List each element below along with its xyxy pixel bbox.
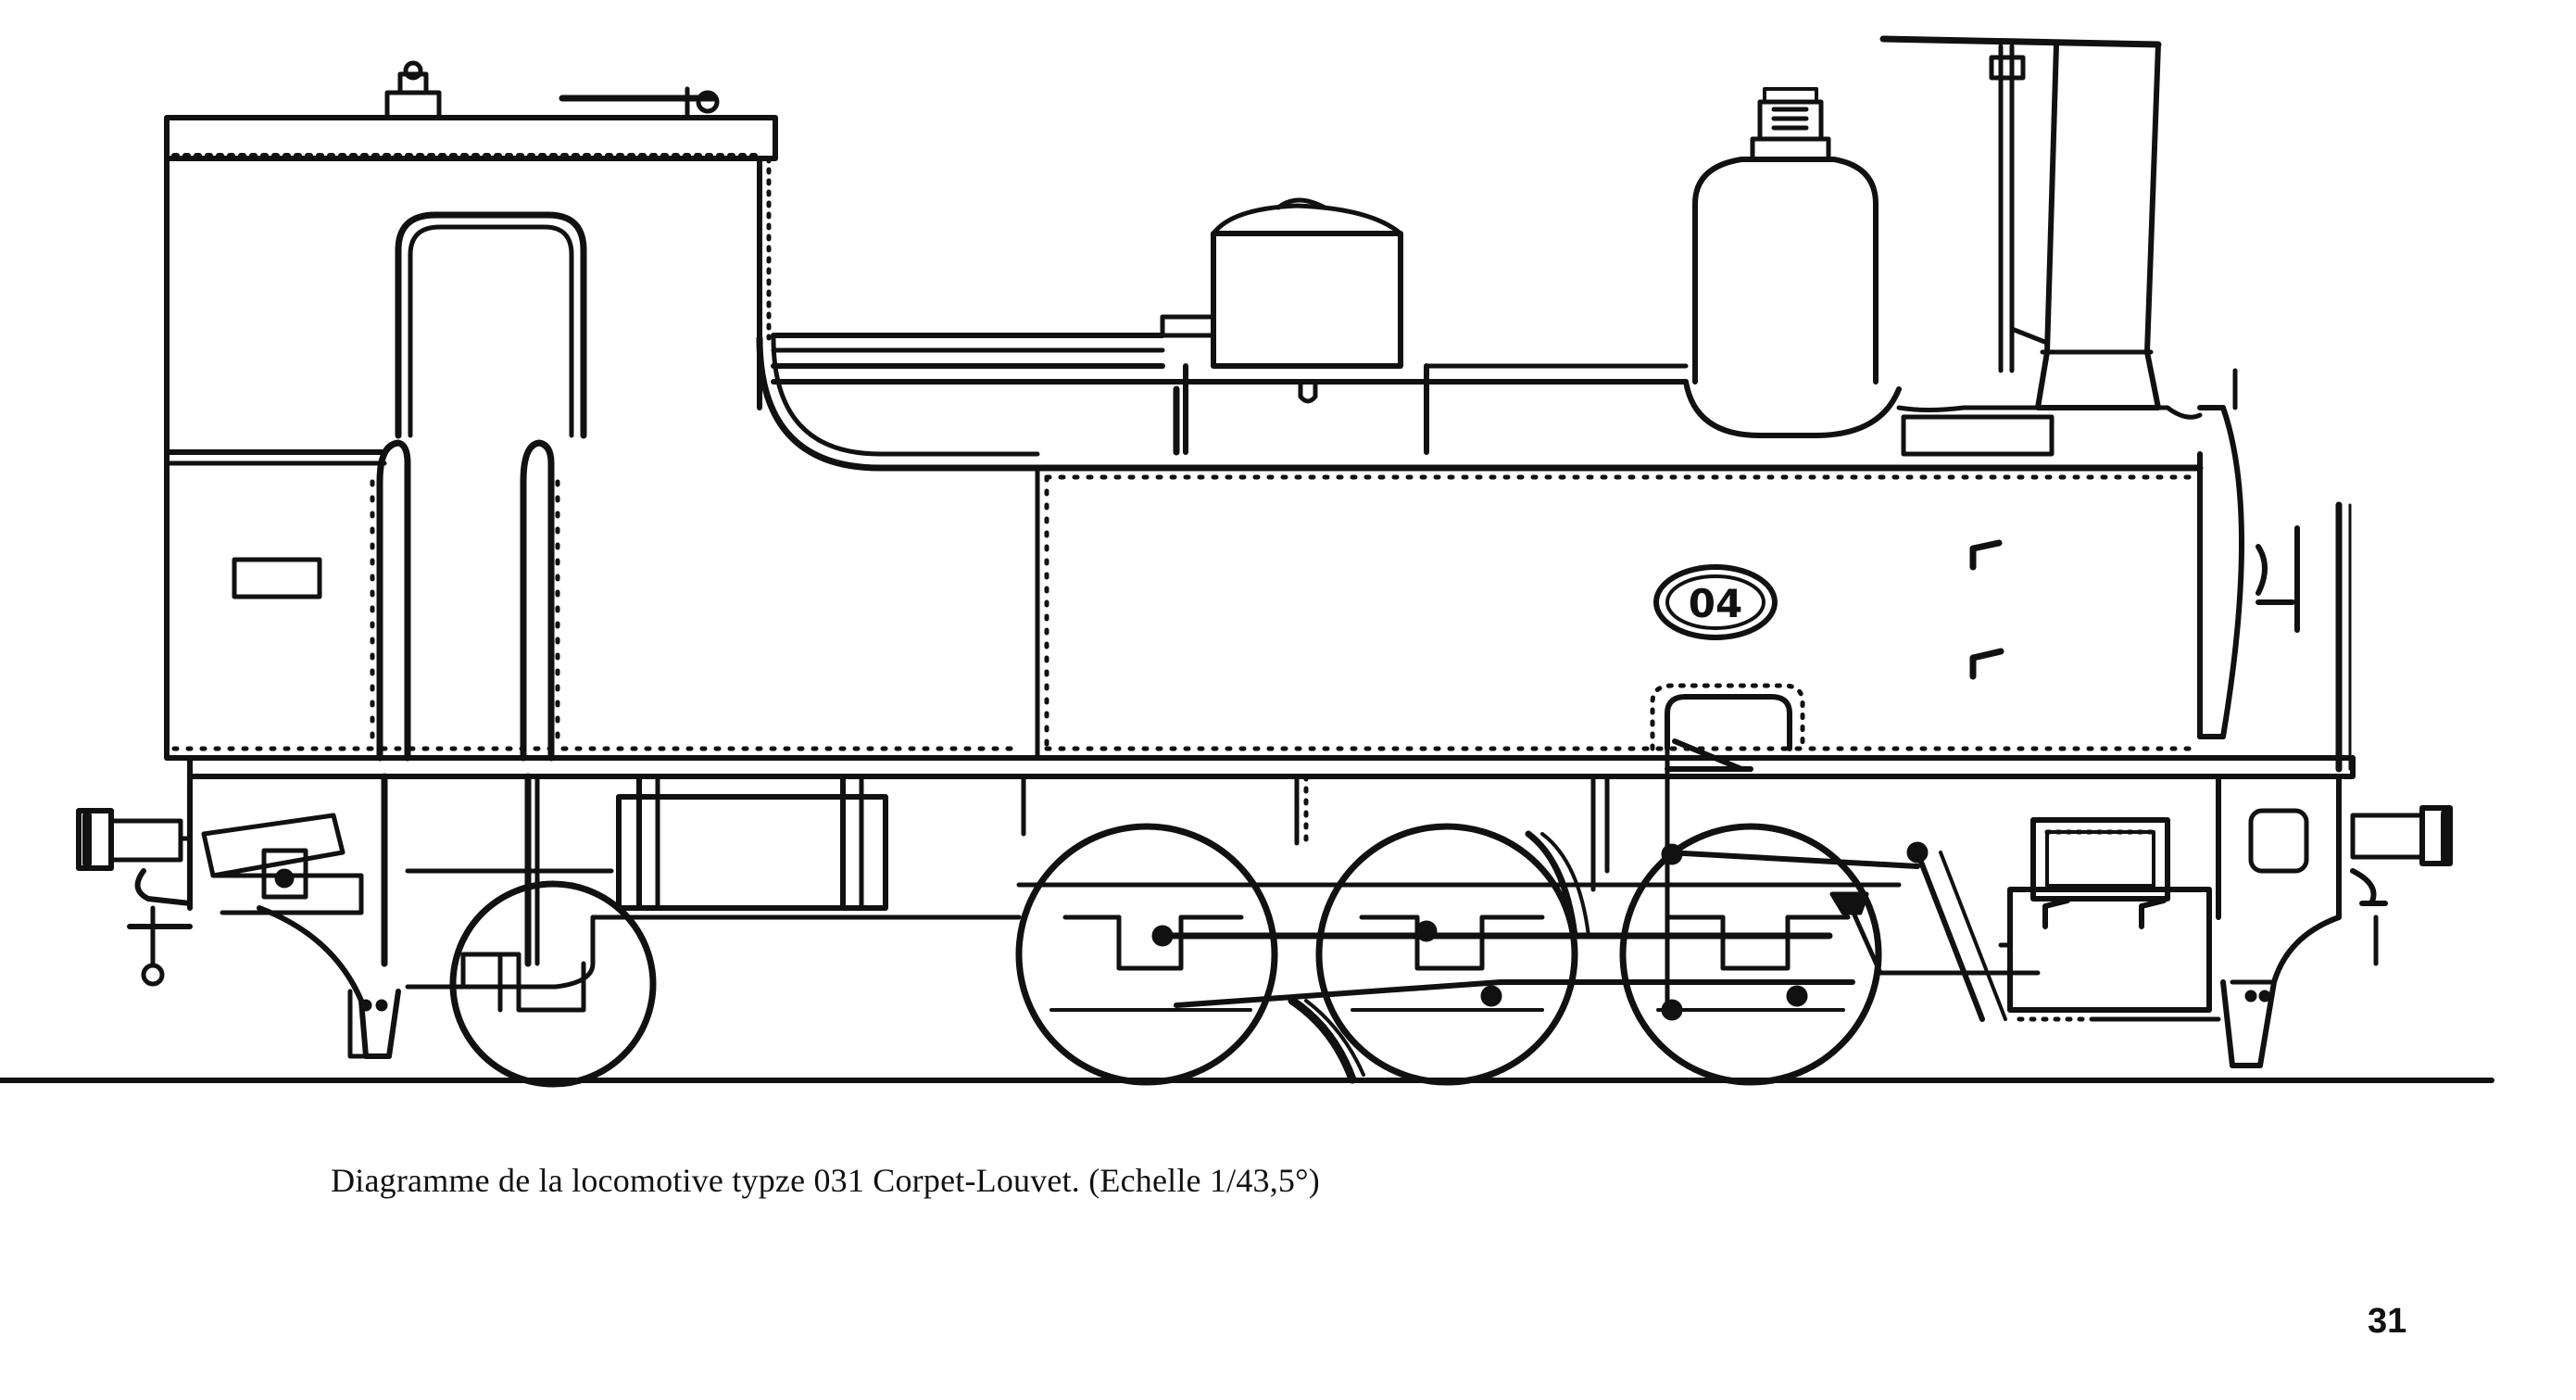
frame	[384, 776, 2218, 1019]
valve-gear	[1154, 741, 2005, 1079]
driving-wheel-3	[1623, 826, 1879, 1082]
number-plate-text: 04	[1689, 581, 1742, 626]
rear-wheel	[453, 884, 653, 1084]
cab-body	[167, 158, 1037, 758]
side-tank	[1037, 454, 2200, 758]
cylinder	[2001, 820, 2209, 1019]
front-buffer	[2223, 808, 2450, 1066]
page-number: 31	[2368, 1302, 2407, 1341]
cab-roof-vent	[387, 93, 439, 118]
steam-dome	[1686, 89, 1899, 435]
driving-wheel-1	[1019, 826, 1275, 1082]
smokebox-front	[2200, 371, 2350, 769]
cab-door	[398, 215, 584, 435]
boiler-top	[773, 335, 1686, 452]
running-board	[190, 758, 2353, 917]
figure-caption: Diagramme de la locomotive typze 031 Cor…	[331, 1162, 1320, 1199]
rear-buffer	[79, 811, 398, 1056]
sand-dome	[1162, 200, 1401, 401]
driving-wheel-2	[1319, 826, 1575, 1082]
cab	[167, 63, 1037, 758]
chimney	[1883, 39, 2200, 454]
cab-plate	[234, 560, 320, 597]
cab-roof	[167, 118, 775, 158]
number-plate: 04	[1656, 567, 1775, 637]
